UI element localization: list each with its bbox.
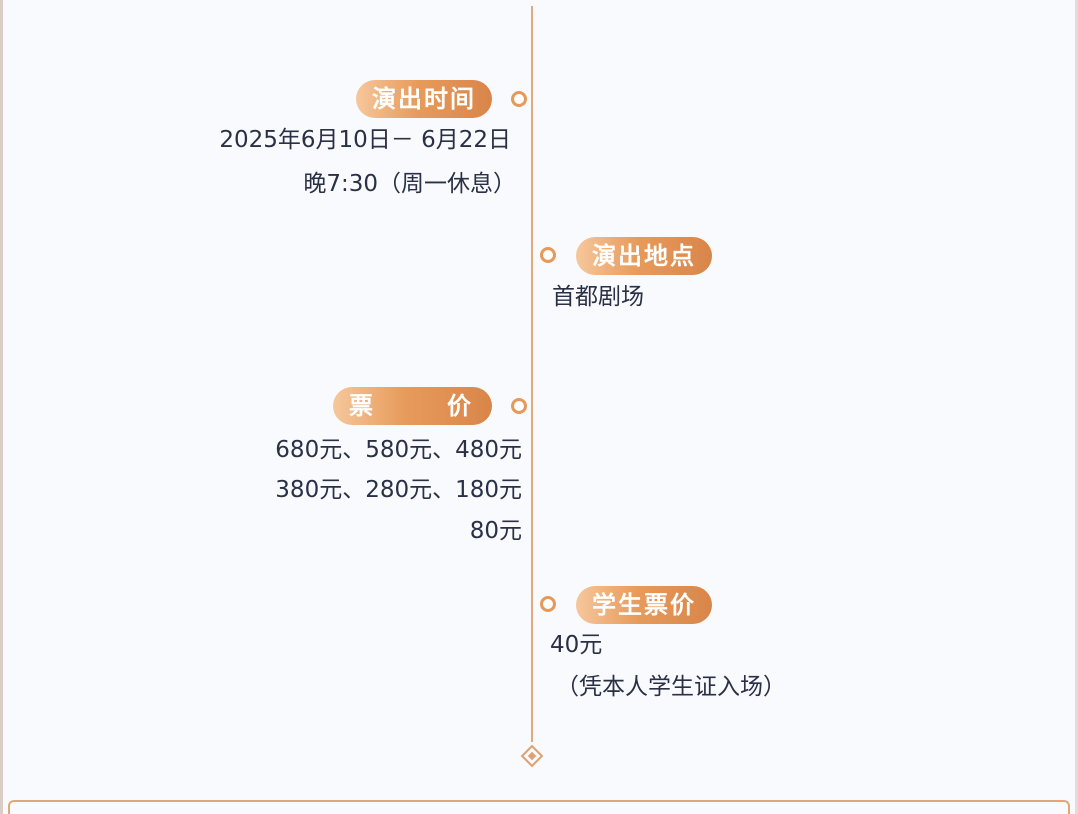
timeline-dot-venue [540, 247, 556, 263]
student-note: （凭本人学生证入场） [556, 674, 786, 700]
price-line-3: 80元 [469, 518, 522, 544]
section-price-label: 票 价 [333, 387, 492, 425]
price-label-char-1: 票 [349, 392, 375, 420]
price-label-char-2: 价 [447, 392, 473, 420]
bottom-frame-border [8, 800, 1070, 814]
price-line-2: 380元、280元、180元 [275, 477, 522, 503]
timeline-line [531, 6, 533, 742]
timeline-end-diamond-icon [520, 744, 544, 768]
student-price: 40元 [550, 632, 603, 658]
section-venue-label: 演出地点 [576, 237, 712, 275]
time-date-range: 2025年6月10日－ 6月22日 [219, 127, 511, 153]
frame-right-edge [1075, 0, 1078, 814]
venue-name: 首都剧场 [552, 284, 644, 310]
timeline-dot-student [540, 596, 556, 612]
price-line-1: 680元、580元、480元 [275, 437, 522, 463]
time-evening: 晚7:30（周一休息） [303, 171, 516, 197]
frame-left-edge [0, 0, 3, 814]
section-student-label: 学生票价 [576, 586, 712, 624]
section-time-label: 演出时间 [356, 80, 492, 118]
timeline-dot-price [511, 398, 527, 414]
timeline-dot-time [511, 91, 527, 107]
